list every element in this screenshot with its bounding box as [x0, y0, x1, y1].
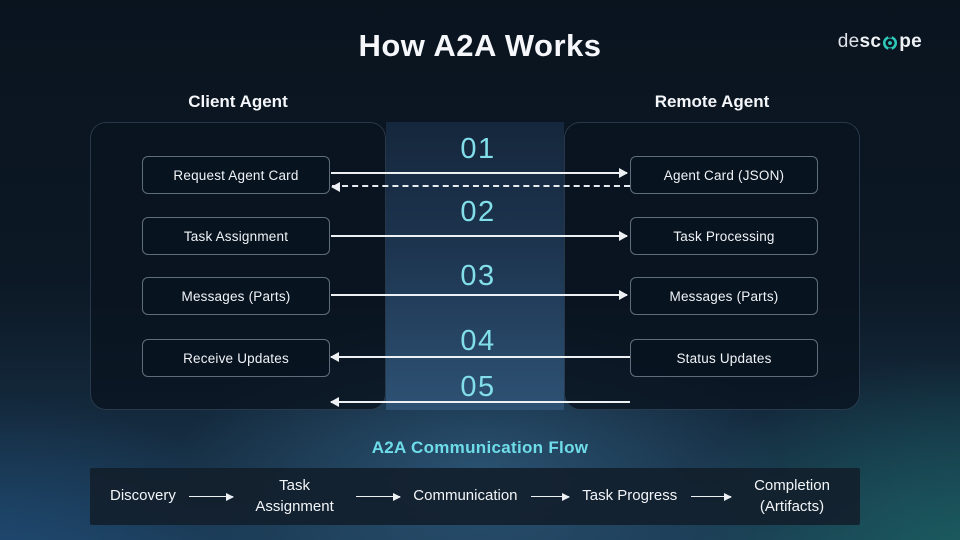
remote-box-messages-parts: Messages (Parts)	[630, 277, 818, 315]
flow-stage-task-progress: Task Progress	[582, 487, 678, 505]
arrow-step-04-left	[331, 356, 630, 358]
step-number-04: 04	[460, 325, 496, 357]
remote-agent-heading: Remote Agent	[654, 92, 770, 111]
flow-arrow-icon	[355, 495, 400, 498]
page-title: How A2A Works	[358, 28, 602, 63]
flow-title: A2A Communication Flow	[371, 438, 589, 457]
remote-box-status-updates: Status Updates	[630, 339, 818, 377]
arrow-step-01-return-dashed-left	[332, 185, 630, 187]
flow-stage-completion-artifacts: Completion (Artifacts)	[754, 477, 830, 515]
communication-flow-bar: Discovery Task Assignment Communication …	[90, 468, 860, 525]
flow-arrow-icon	[690, 495, 731, 498]
step-number-03: 03	[460, 260, 496, 292]
flow-arrow-icon	[189, 495, 234, 498]
arrow-step-03-right	[331, 294, 627, 296]
remote-box-agent-card-json: Agent Card (JSON)	[630, 156, 818, 194]
remote-box-task-processing: Task Processing	[630, 217, 818, 255]
flow-stage-task-assignment: Task Assignment	[255, 477, 334, 515]
client-box-task-assignment: Task Assignment	[142, 217, 330, 255]
flow-arrow-icon	[530, 495, 569, 498]
client-box-receive-updates: Receive Updates	[142, 339, 330, 377]
logo-text-de: de	[837, 31, 860, 52]
logo-text-pe: pe	[899, 31, 922, 52]
center-glow-band	[386, 122, 564, 410]
client-box-messages-parts: Messages (Parts)	[142, 277, 330, 315]
step-number-01: 01	[460, 133, 496, 165]
logo-text-sc: sc	[859, 31, 882, 52]
arrow-step-02-right	[331, 235, 627, 237]
arrow-step-01-right	[331, 172, 627, 174]
step-number-02: 02	[460, 196, 496, 228]
step-number-05: 05	[460, 371, 496, 403]
client-box-request-agent-card: Request Agent Card	[142, 156, 330, 194]
descope-o-icon	[883, 34, 898, 51]
flow-stage-communication: Communication	[413, 487, 518, 505]
client-agent-heading: Client Agent	[188, 92, 288, 111]
flow-stage-discovery: Discovery	[110, 487, 176, 505]
arrow-step-05-left	[331, 401, 630, 403]
